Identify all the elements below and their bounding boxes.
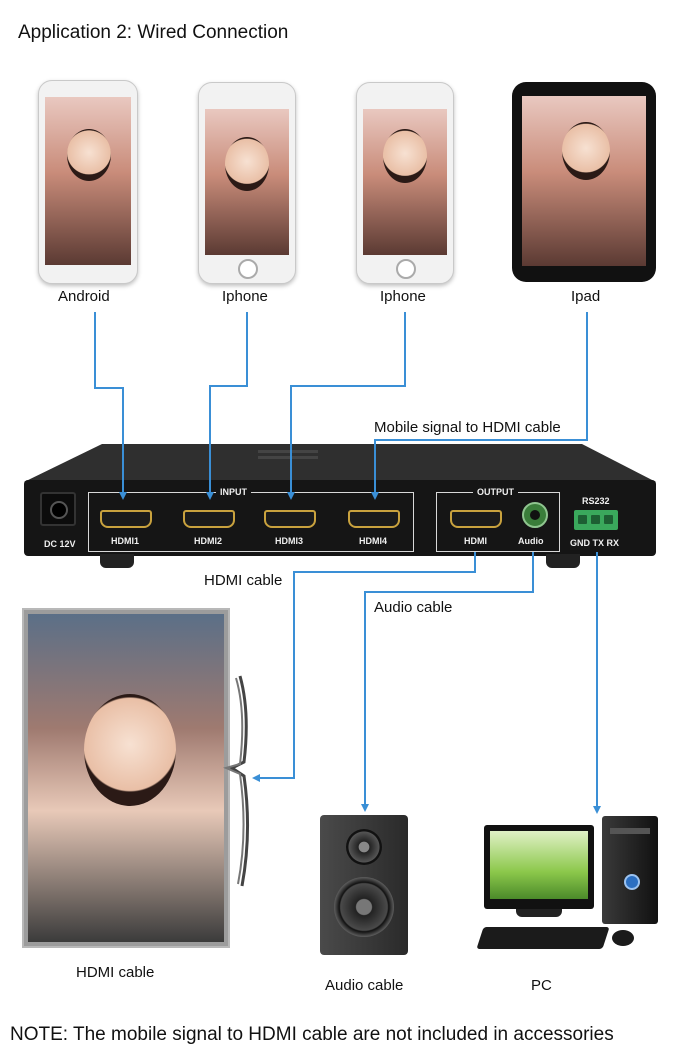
iphone-2-home-button: [396, 259, 416, 279]
terminal-screw-1: [578, 515, 587, 524]
speaker-tweeter-icon: [346, 829, 382, 865]
speaker-image: [320, 815, 408, 955]
tv-face: [84, 694, 176, 806]
output-group-label: OUTPUT: [473, 487, 518, 497]
hdmi1-input-port: [100, 510, 152, 528]
iphone-1-screen: [205, 109, 289, 255]
ipad-face: [562, 122, 610, 180]
hdmi4-input-port: [348, 510, 400, 528]
android-phone-image: [38, 80, 138, 284]
iphone-1-image: [198, 82, 296, 284]
destination-label-speaker: Audio cable: [325, 977, 404, 994]
iphone-1-home-button: [238, 259, 258, 279]
hdmi3-label: HDMI3: [275, 536, 304, 546]
diagram-title: Application 2: Wired Connection: [18, 22, 289, 43]
mobile-to-hdmi-cable-label: Mobile signal to HDMI cable: [374, 419, 561, 436]
hdmi3-input-port: [264, 510, 316, 528]
dc-12v-label: DC 12V: [44, 539, 76, 549]
input-group-label: INPUT: [216, 487, 251, 497]
ipad-screen: [522, 96, 646, 266]
audio-output-label: Audio: [518, 536, 544, 546]
android-phone-face: [67, 129, 111, 181]
pc-tower-image: [602, 816, 658, 924]
iphone-1-face: [225, 137, 269, 191]
tv-screen: [28, 614, 224, 942]
android-phone-screen: [45, 97, 131, 265]
cable-hdmi-out-to-tv: [252, 552, 476, 782]
destination-label-pc: PC: [531, 977, 552, 994]
rs232-pins-label: GND TX RX: [570, 538, 620, 548]
pc-mouse-image: [612, 930, 634, 946]
tv-stand-graphic: [223, 675, 250, 887]
iphone-2-screen: [363, 109, 447, 255]
hdmi-output-label: HDMI: [464, 536, 487, 546]
destination-label-tv: HDMI cable: [76, 964, 155, 981]
source-label-ipad: Ipad: [571, 288, 601, 305]
terminal-screw-2: [591, 515, 600, 524]
dc-power-jack: [40, 492, 76, 526]
switch-device: DC 12V INPUT HDMI1 HDMI2 HDMI3 HDMI4 OUT…: [22, 440, 658, 560]
pc-keyboard-image: [476, 927, 610, 949]
pc-tower-power-button-icon: [624, 874, 640, 890]
dc-jack-hole-icon: [50, 501, 68, 519]
hdmi4-label: HDMI4: [359, 536, 388, 546]
audio-jack-hole-icon: [530, 510, 540, 520]
iphone-2-face: [383, 129, 427, 183]
source-label-android: Android: [58, 288, 110, 305]
rs232-terminal-block: [574, 510, 618, 530]
cable-audio-out-to-speaker: [361, 552, 534, 812]
pc-monitor-image: [484, 825, 594, 909]
accessories-note: NOTE: The mobile signal to HDMI cable ar…: [10, 1024, 614, 1045]
hdmi2-label: HDMI2: [194, 536, 223, 546]
hdmi1-label: HDMI1: [111, 536, 140, 546]
audio-cable-label: Audio cable: [374, 599, 453, 616]
hdmi2-input-port: [183, 510, 235, 528]
device-foot-left: [100, 554, 134, 568]
terminal-screw-3: [604, 515, 613, 524]
iphone-2-image: [356, 82, 454, 284]
device-foot-right: [546, 554, 580, 568]
hdmi-output-port: [450, 510, 502, 528]
ipad-image: [512, 82, 656, 282]
rs232-label: RS232: [582, 496, 610, 506]
pc-monitor-screen: [490, 831, 588, 899]
speaker-woofer-icon: [334, 877, 394, 937]
pc-monitor-stand: [516, 909, 562, 917]
pc-tower-drive-bay: [610, 828, 650, 834]
source-label-iphone-2: Iphone: [380, 288, 426, 305]
input-ports-group: [88, 492, 414, 552]
audio-output-jack: [522, 502, 548, 528]
hdmi-cable-label: HDMI cable: [204, 572, 283, 589]
source-label-iphone-1: Iphone: [222, 288, 268, 305]
tv-display-image: [22, 608, 230, 948]
